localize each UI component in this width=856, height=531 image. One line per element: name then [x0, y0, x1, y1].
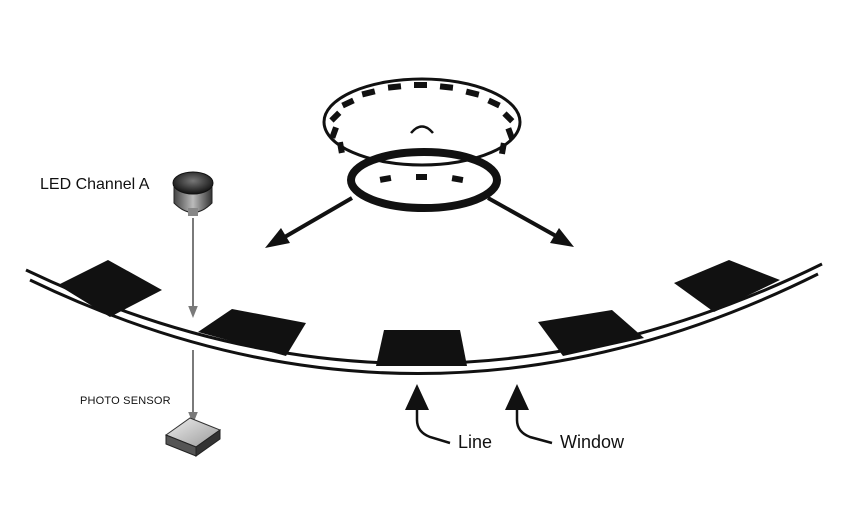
led-stem — [188, 208, 198, 216]
photo-sensor-label: PHOTO SENSOR — [80, 395, 171, 407]
disc-slots — [329, 82, 515, 155]
led-channel-label: LED Channel A — [40, 176, 150, 193]
line-pointer-head — [405, 384, 429, 410]
arc-slots — [58, 260, 780, 366]
disc-magnify-ring — [347, 148, 501, 212]
arc-inner-line — [29, 272, 819, 375]
ring-slots — [379, 174, 464, 183]
encoder-disc-icon — [322, 77, 522, 212]
arc-slot — [538, 310, 644, 356]
line-label: Line — [458, 432, 493, 452]
zoom-arrow-right — [487, 196, 557, 238]
photo-sensor-icon — [164, 417, 222, 457]
pointer-arrows — [405, 384, 553, 445]
arc-slot — [376, 330, 467, 366]
window-pointer — [515, 400, 553, 445]
zoom-arrows — [265, 196, 574, 248]
arc-slot — [58, 260, 162, 317]
sensor-right-face — [195, 429, 221, 457]
arc-slot — [674, 260, 780, 312]
disc-hub — [410, 125, 434, 134]
zoom-arrow-right-head — [550, 228, 574, 247]
line-pointer — [415, 400, 451, 445]
window-label: Window — [560, 432, 625, 452]
led-cap — [172, 171, 214, 195]
arc-slot — [198, 309, 306, 356]
window-pointer-head — [505, 384, 529, 410]
disc-outer-rim — [322, 77, 522, 167]
led-emitter-icon — [172, 171, 214, 216]
zoom-arrow-left-head — [265, 228, 290, 248]
zoom-arrow-left — [281, 196, 354, 240]
